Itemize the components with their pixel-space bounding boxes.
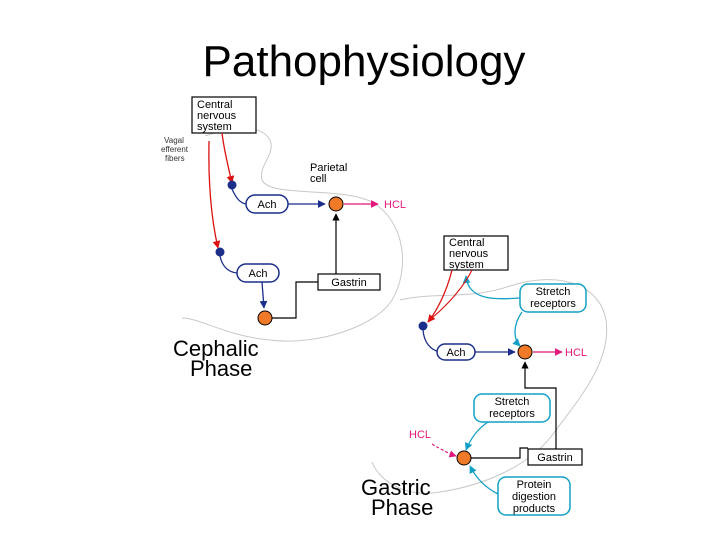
gastric-g-cell [456,450,472,466]
cephalic-cns-line-1: Central [197,99,232,111]
cephalic-phase-label: Cephalic Phase [173,336,259,381]
gastric-protein-line-2: digestion [512,491,556,503]
vagal-fibers-label: Vagal efferent fibers [161,136,189,163]
cephalic-ach-bottom-down-arrow [259,281,268,309]
gastric-phase-line-1: Gastric [361,475,431,500]
gastric-phase-line-2: Phase [371,495,433,520]
cephalic-gastrin-label: Gastrin [331,277,366,289]
gastric-protein-box: Protein digestion products [497,476,571,516]
cephalic-vagal-arrow-lower [208,140,221,249]
vagal-line-3: fibers [165,154,185,163]
gastric-stretch-to-parietal-arrow [512,311,523,347]
gastric-phase-label: Gastric Phase [361,475,433,520]
gastric-ach-label: Ach [447,347,466,359]
cephalic-cns-line-3: system [197,121,232,133]
slide-title: Pathophysiology [202,37,526,86]
gastric-gastrin-to-parietal-arrow [521,361,557,449]
cephalic-ach-bottom-link [219,255,238,274]
cephalic-parietal-cell [328,196,344,212]
gastric-protein-line-3: products [513,503,556,515]
gastric-gastrin-label: Gastrin [537,452,572,464]
gastric-gastrin-box: Gastrin [527,448,583,466]
cephalic-gastrin-box: Gastrin [317,273,381,291]
cephalic-ach-bottom-box: Ach [236,263,280,283]
vagal-line-2: efferent [161,145,189,154]
gastric-cns-line-1: Central [449,237,484,249]
gastric-stretch-to-cns-arrow [462,275,521,300]
gastric-stretch-top-line-2: receptors [530,298,576,310]
cephalic-neuron-dot-lower [215,247,225,257]
gastric-stretch-top-line-1: Stretch [536,286,571,298]
gastric-cns-box: Central nervous system [443,235,509,271]
cephalic-g-cell [257,310,273,326]
gastric-stretch-mid-line-2: receptors [489,408,535,420]
gastric-ach-box: Ach [436,343,476,361]
gastric-vagal-arrow [427,269,453,323]
cephalic-neuron-dot-upper [227,180,237,190]
cephalic-ach-top-label: Ach [258,199,277,211]
gastric-cns-line-3: system [449,259,484,271]
parietal-line-1: Parietal [310,162,347,174]
stomach-outline-cephalic [181,127,403,342]
gastric-stretch-mid-line-1: Stretch [495,396,530,408]
parietal-line-2: cell [310,173,327,185]
gastric-neuron-dot [418,321,428,331]
gastric-cns-line-2: nervous [449,248,489,260]
cephalic-cns-box: Central nervous system [191,96,257,134]
stomach-outline-gastric [371,279,608,494]
gastric-protein-to-gcell-arrow [469,465,499,495]
cephalic-cns-line-2: nervous [197,110,237,122]
gastric-stretch-mid-to-gcell-arrow [464,421,489,451]
cephalic-ach-top-link [231,188,247,205]
cephalic-ach-bottom-label: Ach [249,268,268,280]
cephalic-vagal-arrow-upper [221,132,235,184]
gastric-stretch-top-box: Stretch receptors [519,283,587,313]
gastric-parietal-cell [517,344,533,360]
gastric-stretch-mid-box: Stretch receptors [473,393,551,423]
gastric-cns-red-output-arrow [431,269,473,319]
cephalic-phase-line-1: Cephalic [173,336,259,361]
parietal-cell-label: Parietal cell [310,162,347,185]
gastric-hcl-left-label: HCL [409,429,431,441]
cephalic-phase-line-2: Phase [190,356,252,381]
cephalic-g-cell-to-gastrin-line [272,281,318,319]
gastric-hcl-left-inhibit-arrow [431,443,457,458]
vagal-line-1: Vagal [164,136,184,145]
gastric-g-cell-to-gastrin-line [471,447,528,459]
cephalic-ach-top-box: Ach [245,194,289,214]
cephalic-hcl-label: HCL [384,199,406,211]
gastric-hcl-right-label: HCL [565,347,587,359]
gastric-protein-line-1: Protein [517,479,552,491]
